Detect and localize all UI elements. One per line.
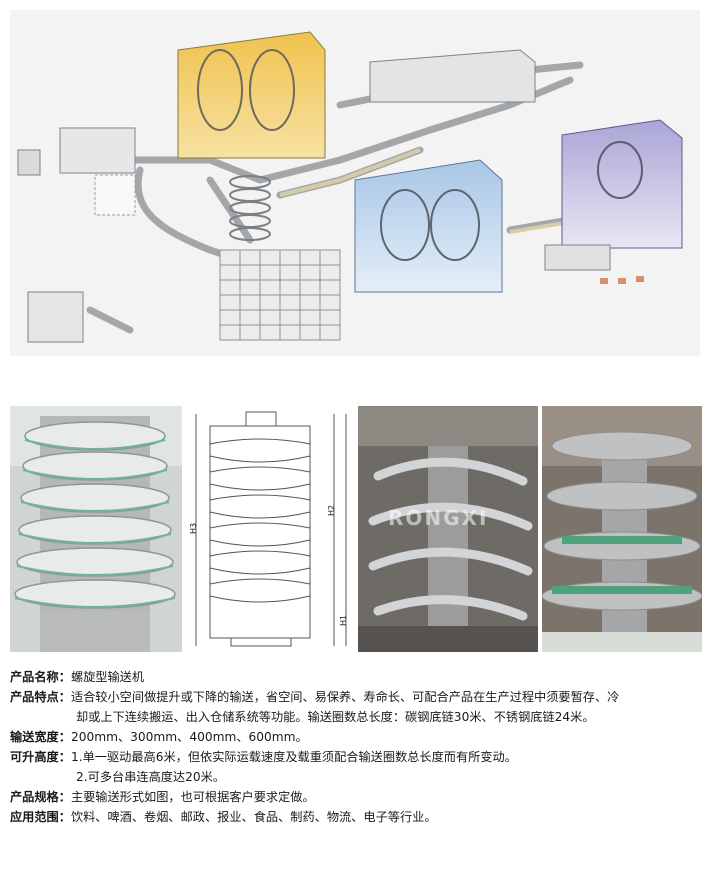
spec-label: 应用范围： [10,810,71,824]
spec-value: 螺旋型输送机 [70,670,145,684]
spec-label: 产品特点： [10,690,71,704]
product-spec-list: 产品名称： 螺旋型输送机 产品特点： 适合较小空间做提升或下降的输送，省空间、易… [10,667,710,827]
dimension-h3: H3 [189,522,199,535]
dimension-h1: H1 [339,614,349,627]
spec-value: 200mm、300mm、400mm、600mm。 [70,730,308,744]
spec-value: 饮料、啤酒、卷烟、邮政、报业、食品、制药、物流、电子等行业。 [70,810,437,824]
spec-row-width: 输送宽度： 200mm、300mm、400mm、600mm。 [10,727,710,747]
spec-value-continued: 2.可多台串连高度达20米。 [76,770,226,784]
dimension-h2: H2 [327,504,337,517]
spiral-conveyor-photo-3 [542,406,702,652]
spec-value: 适合较小空间做提升或下降的输送，省空间、易保养、寿命长、可配合产品在生产过程中须… [70,690,620,704]
watermark-text: RONGXI [388,506,489,530]
spiral-conveyor-technical-drawing: H3 H2 H1 [186,406,354,652]
production-line-illustration [10,10,700,356]
spec-row-usage: 应用范围： 饮料、啤酒、卷烟、邮政、报业、食品、制药、物流、电子等行业。 [10,807,710,827]
spec-value: 主要输送形式如图，也可根据客户要求定做。 [70,790,315,804]
spec-label: 产品名称： [10,670,71,684]
spec-row-spec: 产品规格： 主要输送形式如图，也可根据客户要求定做。 [10,787,710,807]
spec-label: 产品规格： [10,790,71,804]
spec-row-height: 可升高度： 1.单一驱动最高6米，但依实际运载速度及载重须配合输送圈数总长度而有… [10,747,710,767]
spec-row-features: 产品特点： 适合较小空间做提升或下降的输送，省空间、易保养、寿命长、可配合产品在… [10,687,710,707]
spec-label: 可升高度： [10,750,71,764]
spiral-conveyor-photo-2: RONGXI [358,406,538,652]
spiral-conveyor-photo-1 [10,406,182,652]
spec-value-continued: 却或上下连续搬运、出入仓储系统等功能。输送圈数总长度：碳钢底链30米、不锈钢底链… [76,710,595,724]
spec-value: 1.单一驱动最高6米，但依实际运载速度及载重须配合输送圈数总长度而有所变动。 [70,750,517,764]
spec-row-name: 产品名称： 螺旋型输送机 [10,667,710,687]
spec-label: 输送宽度： [10,730,71,744]
